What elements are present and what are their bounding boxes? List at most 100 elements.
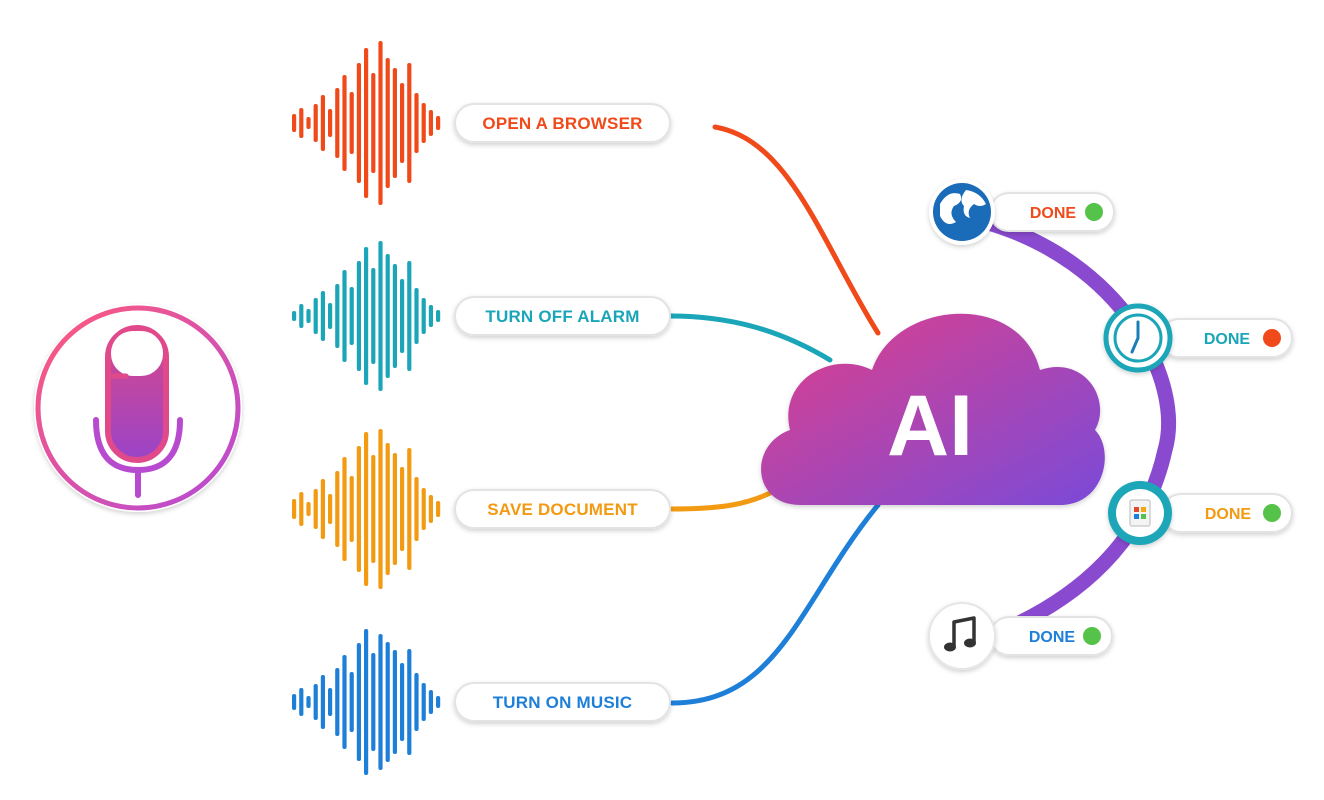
waveform-bar <box>342 457 347 561</box>
waveform-bar <box>428 305 433 327</box>
waveform-bar <box>356 446 361 572</box>
waveform-icon <box>292 629 441 775</box>
waveform-bar <box>342 75 347 171</box>
waveform-bar <box>385 58 390 188</box>
command-label: OPEN A BROWSER <box>482 114 642 133</box>
microphone-button[interactable] <box>34 304 242 512</box>
status-dot <box>1263 329 1281 347</box>
waveform-bar <box>378 241 383 391</box>
command-pill[interactable]: TURN OFF ALARM <box>454 296 671 336</box>
status-dot <box>1263 504 1281 522</box>
connections <box>667 124 881 706</box>
waveform-bar <box>349 476 354 542</box>
waveform-bar <box>313 104 318 142</box>
waveform-bar <box>313 489 318 529</box>
done-label: DONE <box>1205 506 1252 523</box>
waveform-bar <box>436 501 441 517</box>
connection-turn-on-music <box>669 502 881 706</box>
connection-turn-off-alarm <box>667 313 833 363</box>
waveform-bar <box>335 668 340 736</box>
waveform-bar <box>342 270 347 362</box>
waveform-bar <box>371 268 376 364</box>
command-0: OPEN A BROWSER <box>292 41 671 205</box>
waveform-bar <box>371 73 376 173</box>
connection-save-document <box>669 485 783 512</box>
waveform-bar <box>407 448 412 570</box>
done-pill: DONE <box>1159 318 1293 358</box>
waveform-bar <box>378 634 383 770</box>
waveform-bar <box>428 110 433 136</box>
result-2: DONE <box>1108 481 1293 545</box>
done-pill: DONE <box>989 192 1115 232</box>
waveform-bar <box>299 304 304 328</box>
clock-icon <box>1103 303 1173 373</box>
result-0: DONE <box>929 179 1115 245</box>
music-note-icon <box>928 602 996 670</box>
waveform-bar <box>349 672 354 732</box>
waveform-bar <box>356 261 361 371</box>
ai-label: AI <box>887 378 973 474</box>
waveform-icon <box>292 41 441 205</box>
waveform-bar <box>320 95 325 151</box>
status-dot <box>1085 203 1103 221</box>
waveform-bar <box>385 443 390 575</box>
waveform-bar <box>292 694 297 710</box>
results-arc <box>977 214 1177 644</box>
waveform-bar <box>335 88 340 158</box>
done-pill: DONE <box>1161 493 1293 533</box>
waveform-bar <box>328 303 333 329</box>
waveform-bar <box>356 643 361 761</box>
waveform-bar <box>335 284 340 348</box>
ai-cloud: AI <box>761 313 1105 505</box>
waveform-bar <box>392 650 397 754</box>
done-pill: DONE <box>989 616 1113 656</box>
command-pill[interactable]: SAVE DOCUMENT <box>454 489 671 529</box>
waveform-bar <box>407 63 412 183</box>
connection-open-browser <box>712 124 881 336</box>
waveform-icon <box>292 429 441 589</box>
status-dot <box>1083 627 1101 645</box>
done-label: DONE <box>1204 331 1251 348</box>
globe-icon <box>929 179 995 245</box>
waveform-bar <box>306 696 311 708</box>
waveform-bar <box>335 471 340 547</box>
waveform-bar <box>392 453 397 565</box>
waveform-bar <box>436 310 441 322</box>
waveform-bar <box>400 83 405 163</box>
waveform-bar <box>292 499 297 519</box>
waveform-bar <box>320 291 325 341</box>
waveform-bar <box>392 68 397 178</box>
waveform-bar <box>306 502 311 516</box>
waveform-bar <box>371 653 376 751</box>
waveform-bar <box>320 675 325 729</box>
waveform-bar <box>436 116 441 130</box>
waveform-bar <box>407 649 412 755</box>
waveform-bar <box>385 254 390 378</box>
done-label: DONE <box>1030 205 1077 222</box>
waveform-bar <box>421 298 426 334</box>
waveform-bar <box>385 642 390 762</box>
waveform-bar <box>436 696 441 708</box>
command-2: SAVE DOCUMENT <box>292 429 671 589</box>
waveform-bar <box>306 117 311 129</box>
waveform-bar <box>364 629 369 775</box>
waveform-bar <box>299 492 304 526</box>
command-pill[interactable]: OPEN A BROWSER <box>454 103 671 143</box>
command-3: TURN ON MUSIC <box>292 629 671 775</box>
waveform-icon <box>292 241 441 391</box>
document-icon <box>1108 481 1172 545</box>
waveform-bar <box>378 429 383 589</box>
waveform-bar <box>421 103 426 143</box>
waveform-bar <box>428 495 433 523</box>
waveform-bar <box>356 63 361 183</box>
command-pill[interactable]: TURN ON MUSIC <box>454 682 671 722</box>
waveform-bar <box>421 683 426 721</box>
microphone-icon <box>93 325 183 498</box>
command-label: SAVE DOCUMENT <box>487 500 638 519</box>
waveform-bar <box>400 467 405 551</box>
waveform-bar <box>364 432 369 586</box>
waveform-bar <box>320 479 325 539</box>
result-3: DONE <box>928 602 1113 670</box>
waveform-bar <box>414 93 419 153</box>
